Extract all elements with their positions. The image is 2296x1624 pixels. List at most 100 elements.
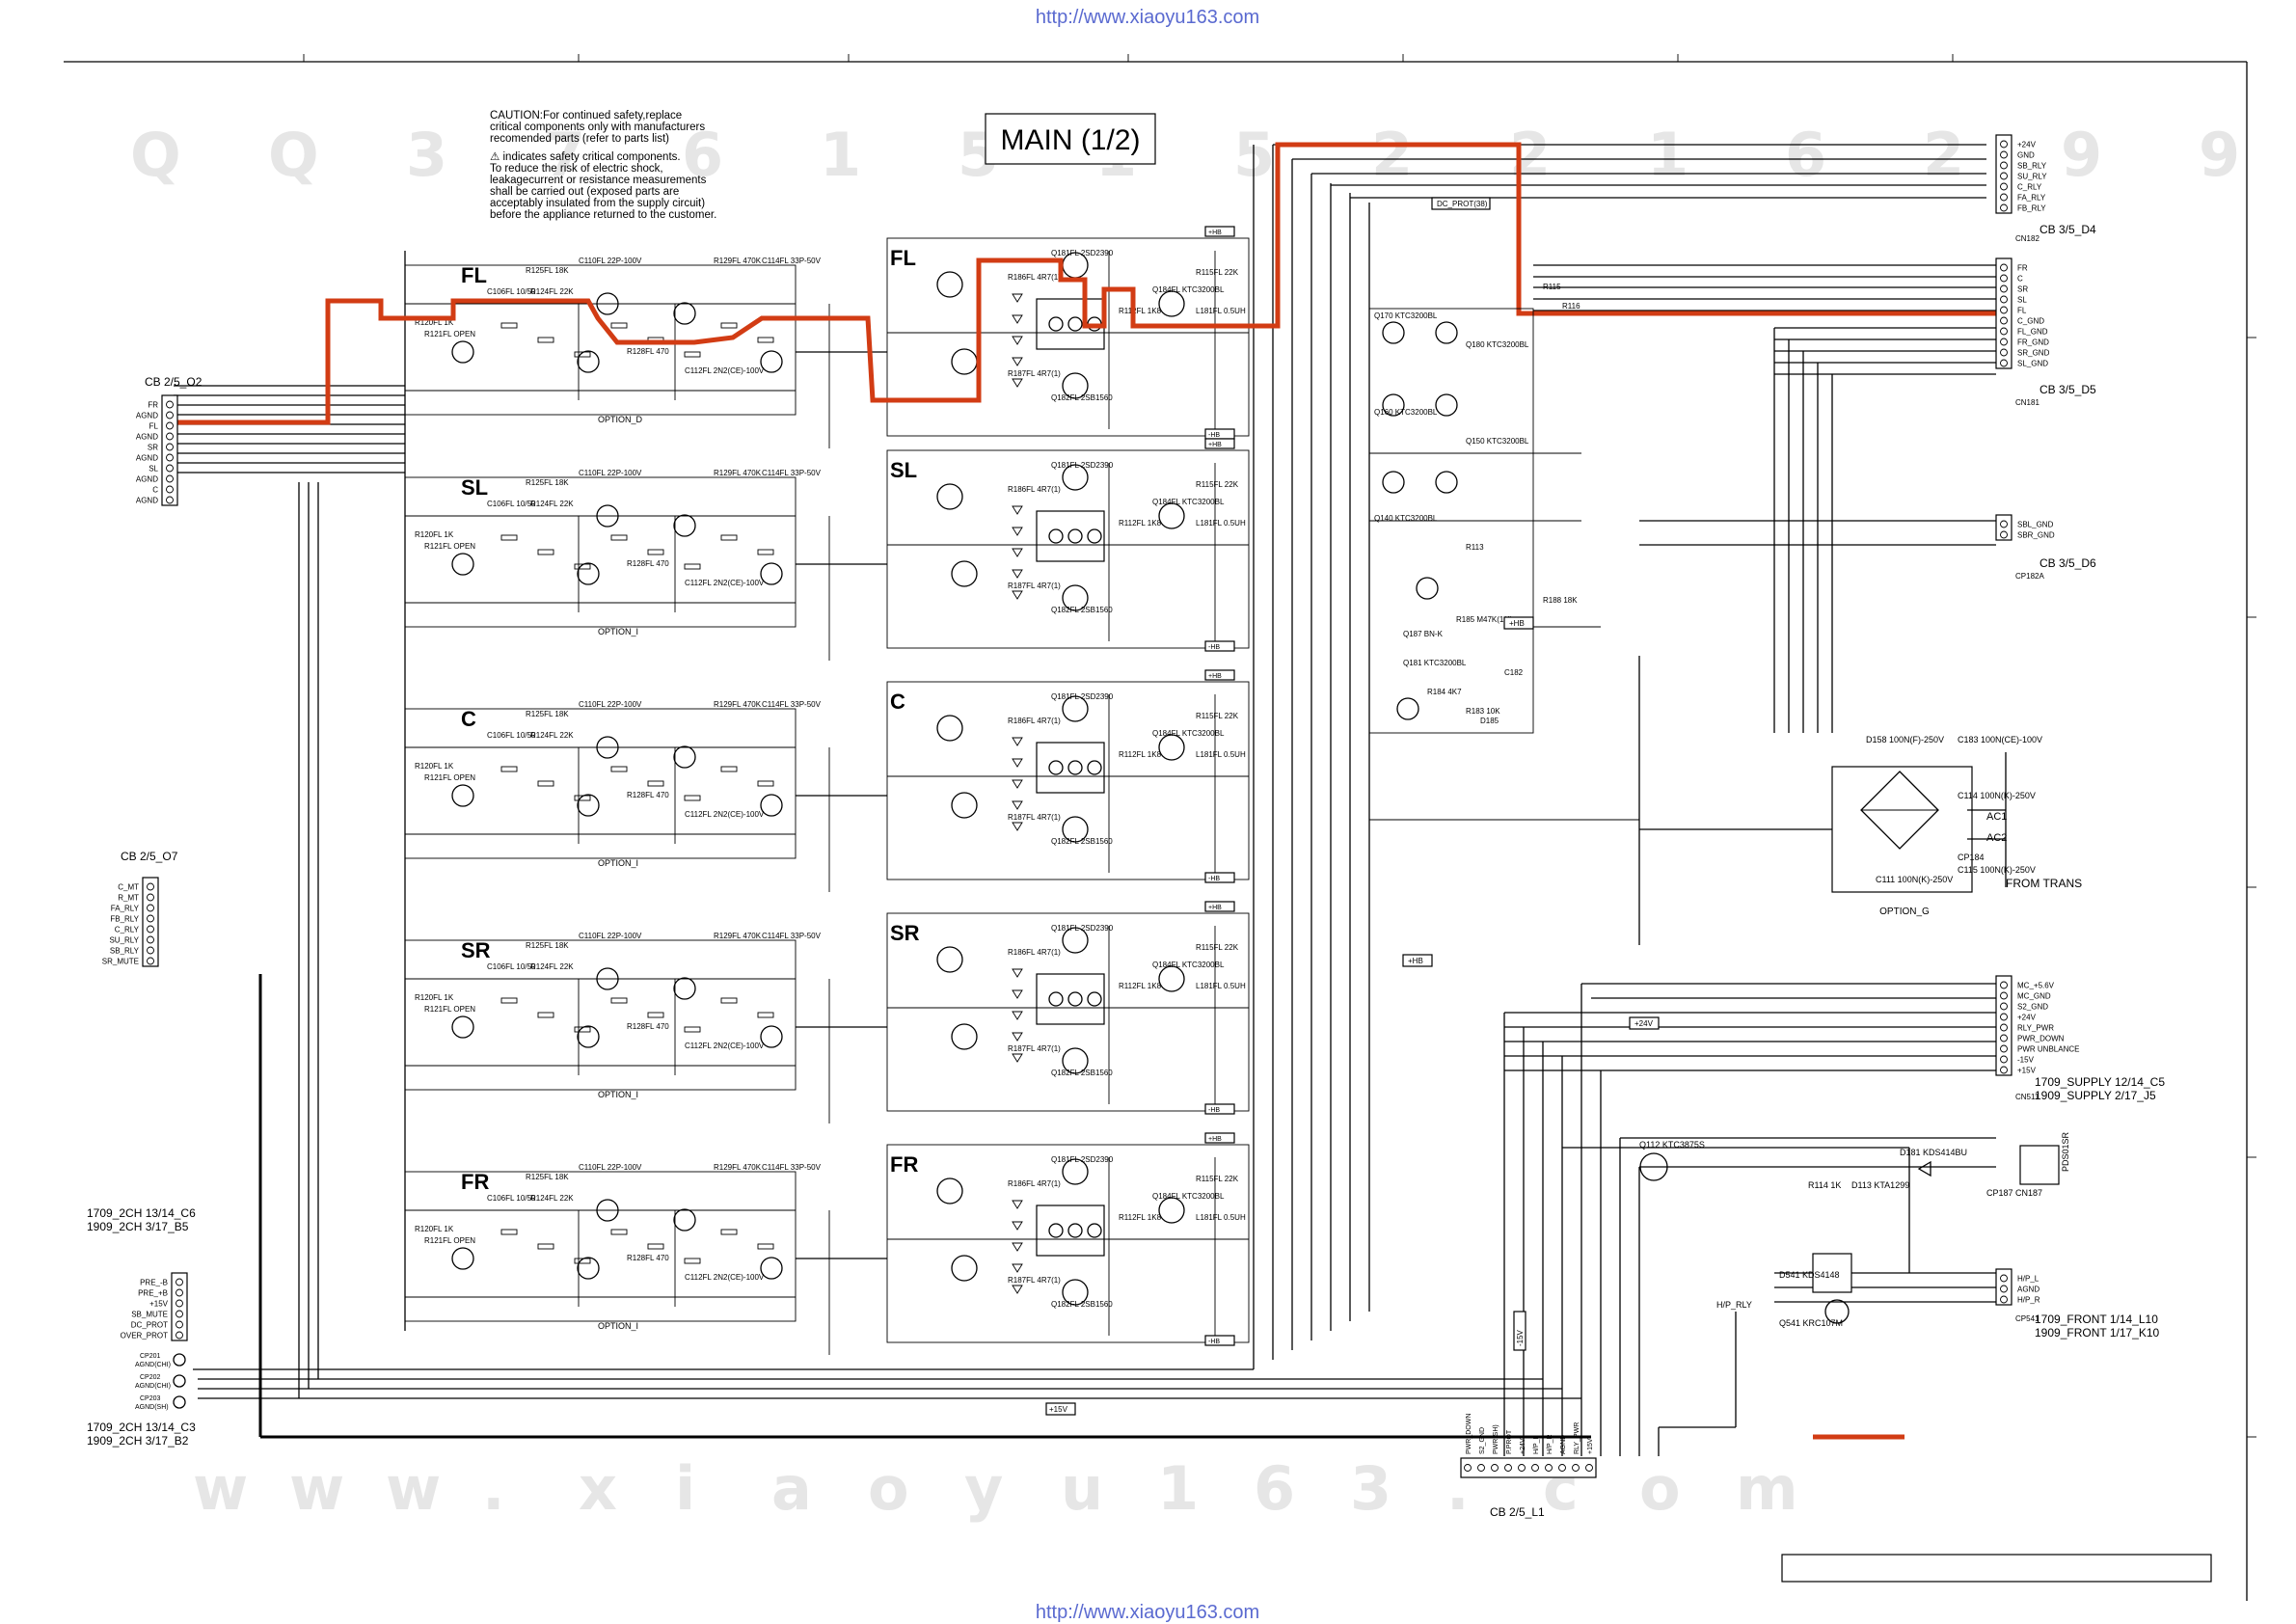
tag-label: +HB [1509,619,1525,628]
connector-pin-label: SL [149,465,158,474]
connector-pin-label: +24V [2017,141,2037,149]
component-label: C106FL 10/50 [487,500,536,508]
component-label: L181FL 0.5UH [1196,307,1246,315]
sheet-ref: 1709_2CH 13/14_C6 [87,1206,196,1220]
connector-pin-label: +15V [1587,1438,1594,1454]
component-label: R112FL 1K8 [1119,307,1162,315]
component-label: R184 4K7 [1427,688,1462,696]
component-label: R115FL 22K [1196,268,1239,277]
component-label: L181FL 0.5UH [1196,1213,1246,1222]
option-label: OPTION_I [598,1090,638,1099]
ground-points: CP201AGND(CHI)CP202AGND(CHI)CP203AGND(SH… [135,1353,186,1411]
component-label: C114 100N(K)-250V [1958,791,2036,800]
connector-pin-label: SR_MUTE [102,958,139,966]
component-label: R128FL 470 [627,559,669,568]
component-label: C110FL 22P-100V [579,257,642,265]
component-label: R125FL 18K [526,478,569,487]
component-label: R124FL 22K [530,1194,574,1203]
connector-cb-d5: FRCSRSLFLC_GNDFL_GNDFR_GNDSR_GNDSL_GNDCB… [1995,257,2096,396]
component-label: C112FL 2N2(CE)-100V [685,1042,765,1050]
url-bottom[interactable]: http://www.xiaoyu163.com [1036,1602,1259,1623]
connector-pin-label: FL_GND [2017,328,2048,337]
component-label: Q184FL KTC3200BL [1152,498,1225,506]
component-label: Q187 BN-K [1403,630,1444,638]
connector-pin-label: GND [2017,151,2035,160]
connector-pin-label: PWR_DOWN [1466,1414,1472,1454]
component-label: R121FL OPEN [424,542,475,551]
component-label: C114FL 33P-50V [762,257,822,265]
component-label: C183 100N(CE)-100V [1958,735,2042,744]
component-label: R129FL 470K [714,469,762,477]
watermark-char: 9 [2199,120,2240,190]
sheet-ref: 1909_2CH 3/17_B5 [87,1220,189,1233]
component-label: R128FL 470 [627,347,669,356]
component-label: R186FL 4R7(1) [1008,485,1061,494]
sheet-ref: 1909_SUPPLY 2/17_J5 [2035,1089,2156,1102]
connector-pin-label: SBL_GND [2017,521,2054,529]
caution-line: critical components only with manufactur… [490,122,705,133]
watermark-top: QQ37615152216299 [130,120,2240,190]
connector-pin-label: C_GND [2017,317,2044,326]
component-label: R120FL 1K [415,993,454,1002]
component-label: Q181 KTC3200BL [1403,659,1467,667]
tag-label: +HB [1408,957,1423,965]
component-label: C110FL 22P-100V [579,932,642,940]
component-label: Q181FL 2SD2390 [1051,1155,1114,1164]
connector-pin-label: SB_RLY [110,947,140,956]
component-label: Q170 KTC3200BL [1374,311,1438,320]
tag-label: -HB [1208,876,1220,882]
connector-pin-label: C [152,486,158,495]
connector-pin-label: SB_MUTE [131,1311,168,1319]
component-label: Q181FL 2SD2390 [1051,249,1114,257]
component-label: C114FL 33P-50V [762,932,822,940]
caution-line: To reduce the risk of electric shock, [490,163,663,175]
connector-id: CN181 [2015,398,2039,407]
component-label: R120FL 1K [415,1225,454,1233]
component-label: R125FL 18K [526,266,569,275]
watermark-char: Q [130,120,181,190]
component-label: R186FL 4R7(1) [1008,273,1061,282]
channel-label: SL [890,458,917,482]
component-label: R183 10K [1466,707,1500,716]
component-label: R186FL 4R7(1) [1008,1179,1061,1188]
connector-pin-label: SL [2017,296,2027,305]
component-label: R125FL 18K [526,941,569,950]
component-label: R129FL 470K [714,1163,762,1172]
component-label: R115 [1543,283,1561,291]
watermark-char: 1 [1157,1453,1199,1524]
connector-pin-label: FA_RLY [2017,194,2046,203]
component-label: R187FL 4R7(1) [1008,813,1061,822]
component-label: Q182FL 2SB1560 [1051,606,1113,614]
watermark-char: m [1736,1453,1798,1524]
watermark-char: 2 [1509,120,1551,190]
connector-id: CN182 [2015,234,2039,243]
component-label: C110FL 22P-100V [579,469,642,477]
connector-pin-label: +24V [1520,1438,1526,1454]
component-label: C115 100N(K)-250V [1958,865,2036,875]
sheet-ref: 1909_FRONT 1/17_K10 [2035,1326,2160,1340]
url-top[interactable]: http://www.xiaoyu163.com [1036,7,1259,28]
sheet-ref: 1709_2CH 13/14_C3 [87,1421,196,1434]
connector-label: CB 2/5_O7 [121,850,178,863]
watermark-char: a [771,1453,812,1524]
component-label: C112FL 2N2(CE)-100V [685,1273,765,1282]
sheet-references: 1709_2CH 13/14_C6 1909_2CH 3/17_B5 1709_… [87,1075,2165,1448]
from-trans-label: FROM TRANS [2006,877,2082,890]
connector-pin-label: FB_RLY [2017,204,2046,213]
component-label: R115FL 22K [1196,943,1239,952]
watermark-char: x [579,1453,617,1524]
component-label: R112FL 1K8 [1119,750,1162,759]
sheet-ref: 1709_FRONT 1/14_L10 [2035,1313,2158,1326]
connector-label: CB 2/5_L1 [1490,1505,1545,1519]
connector-pin-label: AGND [136,454,158,463]
component-label: R128FL 470 [627,791,669,799]
connector-pin-label: RLY_PWR [1574,1422,1580,1454]
watermark-char: 1 [1647,120,1688,190]
connector-pin-label: FL [2017,307,2027,315]
component-label: Q182FL 2SB1560 [1051,393,1113,402]
